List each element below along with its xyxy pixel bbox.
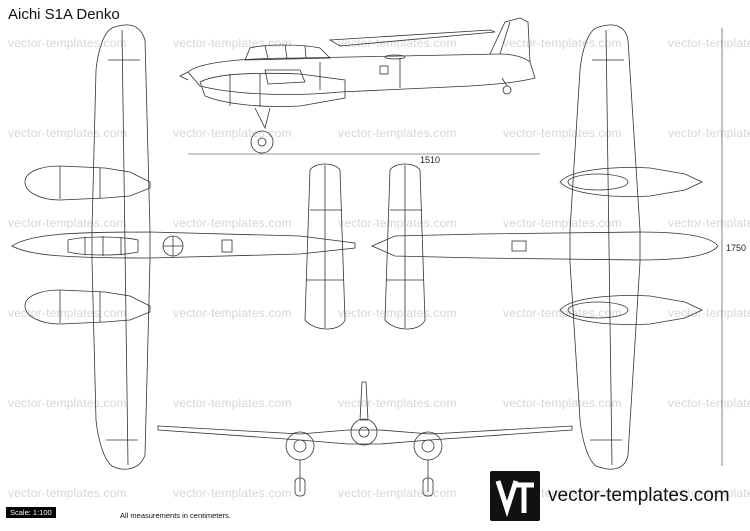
vt-logo-mark — [495, 480, 534, 518]
scale-badge: Scale: 1:100 — [6, 507, 56, 518]
front-view — [157, 381, 573, 497]
page-title: Aichi S1A Denko — [8, 6, 120, 23]
vt-logo-icon — [490, 471, 540, 521]
bottom-view — [370, 24, 719, 470]
measurement-note: All measurements in centimeters. — [120, 511, 231, 520]
length-dimension-label: 1510 — [420, 155, 441, 165]
span-dimension-label: 1750 — [726, 243, 747, 253]
side-view — [179, 17, 536, 154]
tailplanes-center — [304, 163, 426, 330]
top-view — [11, 24, 356, 470]
logo-text: vector-templates.com — [548, 485, 730, 506]
